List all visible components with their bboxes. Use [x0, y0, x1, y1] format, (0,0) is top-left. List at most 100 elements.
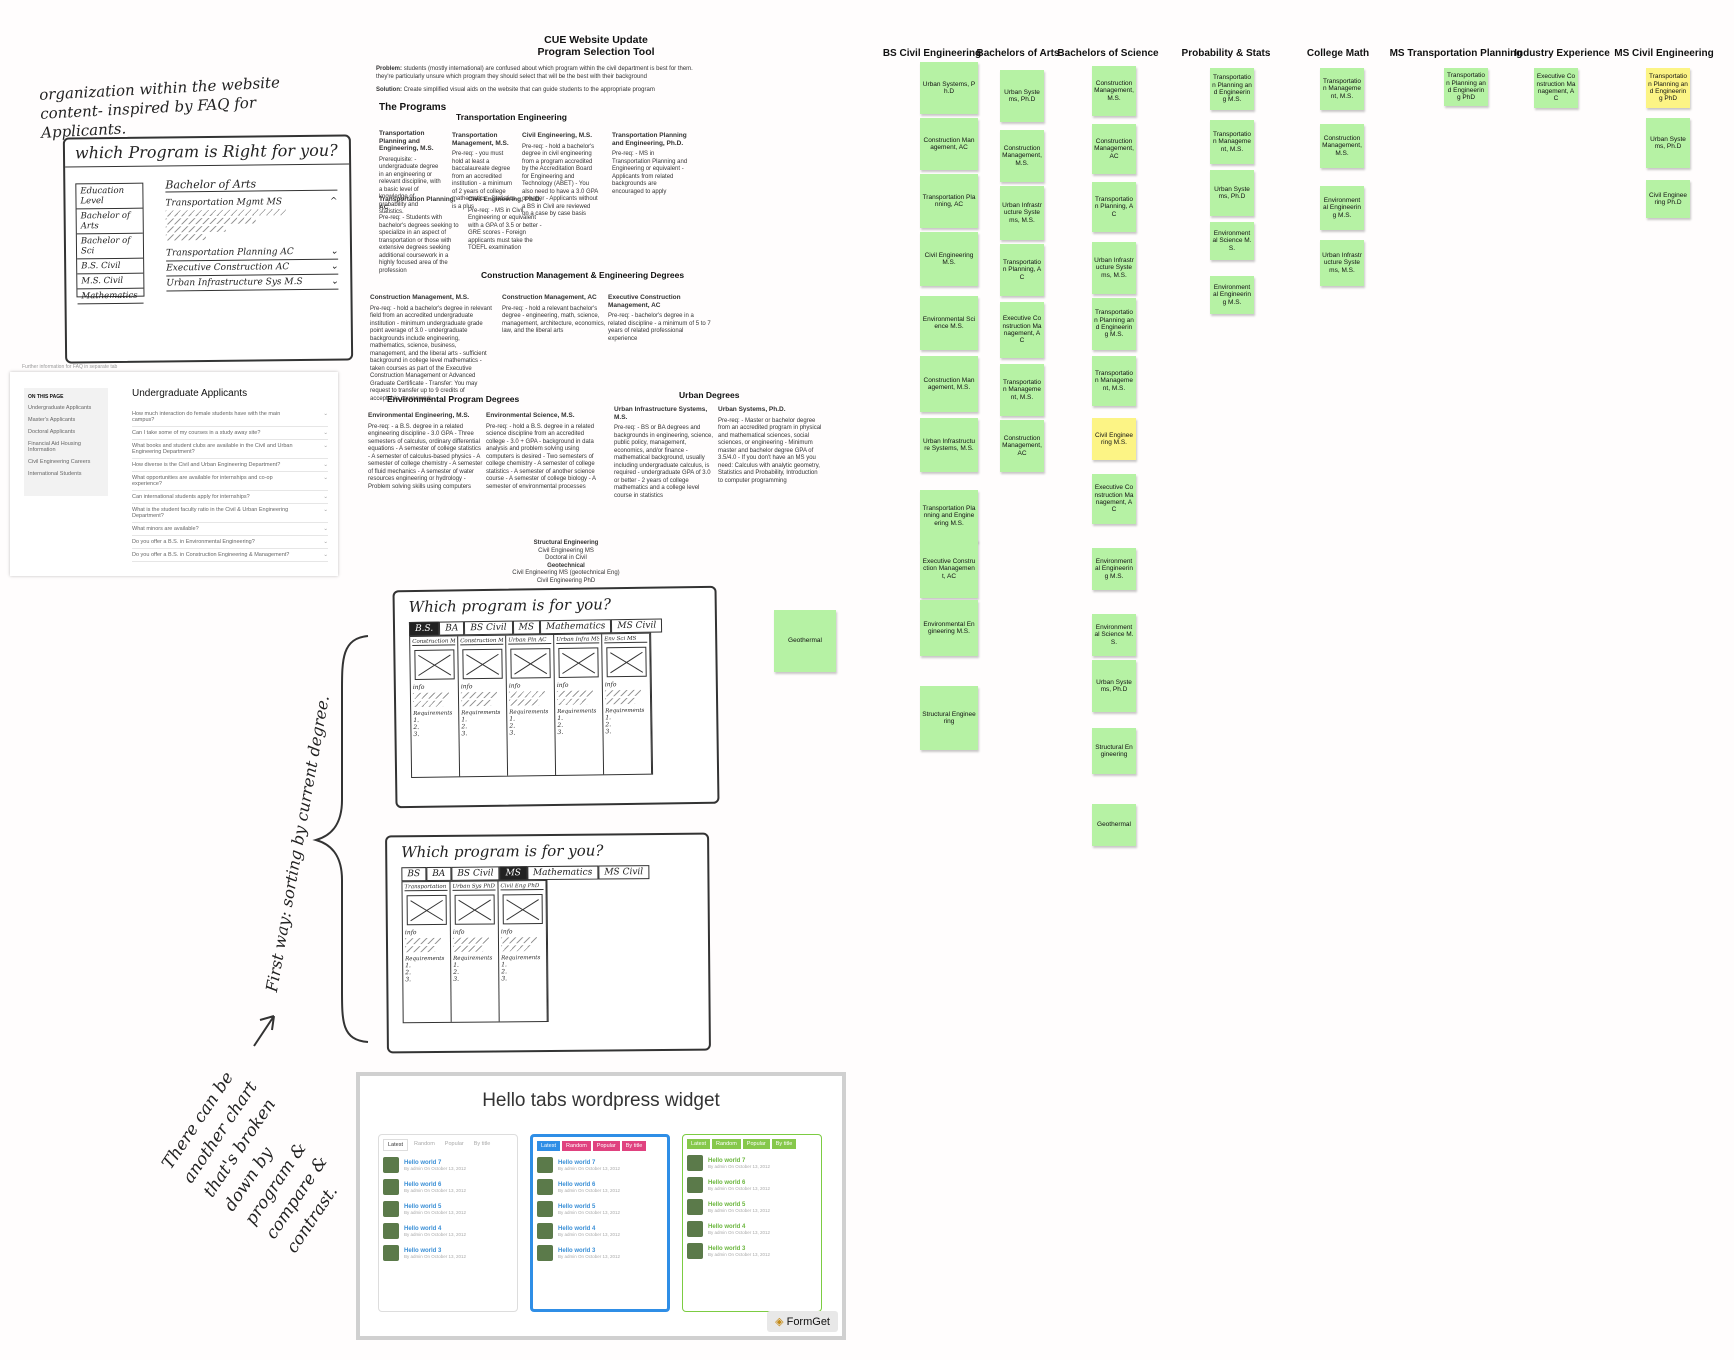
sticky-note[interactable]: Environmental Science M.S. [920, 296, 978, 350]
faq-nav-item[interactable]: International Students [28, 471, 82, 477]
faq-question[interactable]: Can I take some of my courses in a study… [132, 427, 328, 440]
sketch3-tab[interactable]: BS Civil [451, 866, 500, 881]
sketch3-tab[interactable]: BS [401, 867, 427, 882]
sticky-note[interactable]: Transportation Planning and Engineering … [1646, 68, 1690, 108]
sticky-note[interactable]: Construction Management, AC [1092, 124, 1136, 174]
sticky-note[interactable]: Transportation Planning, AC [1000, 244, 1044, 296]
widget-tab[interactable]: Random [409, 1139, 439, 1151]
sticky-note[interactable]: Environmental Engineering M.S. [1320, 186, 1364, 230]
sketch2-tab[interactable]: Mathematics [539, 619, 612, 635]
sketch1-side-item[interactable]: M.S. Civil [77, 273, 144, 290]
sketch1-side-item[interactable]: Education Level [76, 183, 143, 210]
sketch2-tab[interactable]: BS Civil [464, 620, 513, 636]
sketch3-tab[interactable]: Mathematics [526, 865, 599, 881]
sticky-note[interactable]: Executive Construction Management, AC [1000, 302, 1044, 358]
sticky-note[interactable]: Executive Construction Management, AC [1092, 474, 1136, 524]
faq-question[interactable]: What minors are available?⌄ [132, 523, 328, 536]
sticky-note[interactable]: Transportation Management, M.S. [1210, 120, 1254, 164]
faq-nav-item[interactable]: Civil Engineering Careers [28, 459, 91, 465]
faq-question[interactable]: What books and student clubs are availab… [132, 440, 328, 459]
sticky-note[interactable]: Transportation Planning and Engineering … [1444, 68, 1488, 106]
widget-tab[interactable]: Latest [383, 1139, 408, 1151]
faq-nav-item[interactable]: Doctoral Applicants [28, 429, 76, 435]
sketch1-side-item[interactable]: B.S. Civil [77, 258, 144, 275]
sticky-note[interactable]: Executive Construction Management, AC [920, 540, 978, 598]
sticky-note[interactable]: Environmental Science M.S. [1210, 222, 1254, 260]
widget-tab[interactable]: Latest [687, 1139, 710, 1149]
sticky-note[interactable]: Executive Construction Management, AC [1534, 68, 1578, 108]
sketch2-tab[interactable]: MS [512, 620, 541, 635]
sketch2-tab[interactable]: B.S. [408, 621, 440, 637]
sticky-note[interactable]: Urban Infrastructure Systems, M.S. [1000, 186, 1044, 240]
sticky-note[interactable]: Environmental Engineering M.S. [920, 600, 978, 656]
sticky-note[interactable]: Civil Engineering M.S. [920, 232, 978, 286]
sticky-note[interactable]: Construction Management, M.S. [1320, 124, 1364, 168]
sketch1-side-item[interactable]: Bachelor of Arts [76, 208, 143, 235]
sticky-note[interactable]: Construction Management, M.S. [920, 356, 978, 412]
sticky-note[interactable]: Civil Engineering Ph.D [1646, 180, 1690, 218]
sticky-note[interactable]: Transportation Planning and Engineering … [1210, 68, 1254, 110]
sticky-note[interactable]: Urban Systems, Ph.D [1210, 170, 1254, 216]
sketch1-row[interactable]: Urban Infrastructure Sys M.S⌄ [166, 274, 339, 292]
sketch1-expanded[interactable]: Transportation Mgmt MS ^ [165, 197, 337, 209]
sticky-note[interactable]: Transportation Planning and Engineering … [1092, 298, 1136, 350]
sticky-note[interactable]: Urban Systems, Ph.D [1000, 70, 1044, 122]
sticky-note[interactable]: Transportation Management, M.S. [1092, 356, 1136, 406]
sketch3-tab[interactable]: BA [426, 866, 452, 882]
faq-question[interactable]: What is the student faculty ratio in the… [132, 504, 328, 523]
sticky-note[interactable]: Urban Systems, Ph.D [1646, 118, 1690, 168]
widget-tab[interactable]: Popular [742, 1139, 770, 1149]
sticky-note[interactable]: Transportation Planning and Engineering … [920, 490, 978, 542]
widget-tab[interactable]: Latest [537, 1141, 560, 1151]
sketch1-side-item[interactable]: Mathematics [77, 288, 144, 305]
faq-nav-item[interactable]: Financial Aid Housing Information [28, 441, 81, 453]
faq-nav-item[interactable]: Undergraduate Applicants [28, 405, 92, 411]
faq-question[interactable]: How diverse is the Civil and Urban Engin… [132, 459, 328, 472]
sticky-note[interactable]: Structural Engineering [920, 686, 978, 750]
sketch2-tab[interactable]: BA [439, 621, 465, 636]
faq-question[interactable]: How much interaction do female students … [132, 408, 328, 427]
widget-tab[interactable]: By title [469, 1139, 495, 1151]
faq-question[interactable]: Do you offer a B.S. in Construction Engi… [132, 549, 328, 562]
sticky-note[interactable]: Urban Infrastructure Systems, M.S. [1092, 242, 1136, 294]
faq-question[interactable]: Can international students apply for int… [132, 491, 328, 504]
widget-tab[interactable]: Random [561, 1141, 591, 1151]
sticky-note[interactable]: Environmental Engineering M.S. [1092, 548, 1136, 590]
sticky-note[interactable]: Construction Management, AC [920, 118, 978, 170]
sticky-note[interactable]: Urban Systems, Ph.D [1092, 660, 1136, 712]
sketch3-tab[interactable]: MS Civil [598, 865, 650, 880]
sticky-note[interactable]: Transportation Planning, AC [1092, 182, 1136, 232]
geothermal-note[interactable]: Geothermal [774, 610, 836, 672]
sketch1-side-item[interactable]: Bachelor of Sci [76, 233, 144, 260]
sticky-note[interactable]: Environmental Science M.S. [1092, 614, 1136, 656]
sticky-note[interactable]: Urban Infrastructure Systems, M.S. [1320, 240, 1364, 286]
sticky-note[interactable]: Civil Engineering M.S. [1092, 418, 1136, 460]
sticky-note[interactable]: Construction Management, M.S. [1000, 130, 1044, 182]
sticky-note[interactable]: Geothermal [1092, 804, 1136, 846]
sketch3-tab[interactable]: MS [499, 866, 527, 881]
sticky-note[interactable]: Urban Infrastructure Systems, M.S. [920, 418, 978, 472]
sticky-note[interactable]: Transportation Management, M.S. [1000, 364, 1044, 416]
sticky-note[interactable]: Transportation Planning, AC [920, 174, 978, 228]
widget-tab[interactable]: By title [771, 1139, 797, 1149]
widget-tab[interactable]: Random [711, 1139, 741, 1149]
faq-nav-item[interactable]: Master's Applicants [28, 417, 76, 423]
widget-tab[interactable]: Popular [592, 1141, 620, 1151]
faq-question[interactable]: Do you offer a B.S. in Environmental Eng… [132, 536, 328, 549]
sticky-note[interactable]: Urban Systems, Ph.D [920, 62, 978, 114]
